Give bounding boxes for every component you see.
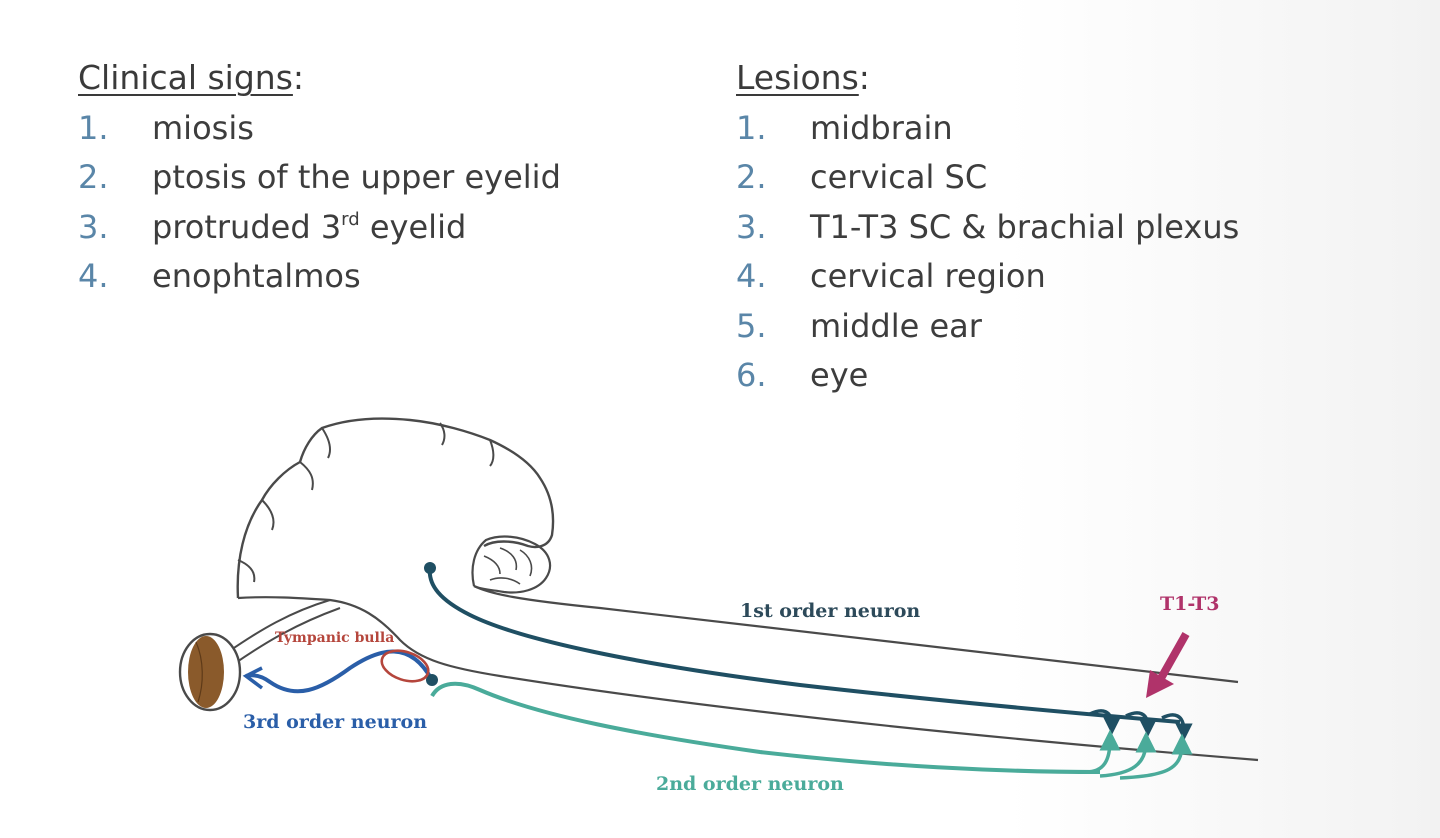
list-item: 6.eye: [736, 356, 869, 395]
third-order-neuron-label: 3rd order neuron: [243, 711, 427, 733]
brain-gyri: [237, 422, 495, 583]
optic-nerve: [227, 599, 341, 665]
third-order-terminal: [242, 666, 264, 690]
tympanic-bulla-label: Tympanic bulla: [275, 630, 394, 646]
second-order-branches: [1085, 729, 1193, 780]
list-item: 2.cervical SC: [736, 158, 988, 197]
list-item: 1.midbrain: [736, 108, 953, 147]
lesions-heading: Lesions:: [736, 58, 870, 97]
clinical-signs-section: Clinical signs: 1.miosis 2.ptosis of the…: [78, 58, 561, 302]
list-item: 3.protruded 3rd eyelid: [78, 207, 467, 246]
second-order-neuron-path: [430, 681, 1101, 774]
clinical-signs-list: 1.miosis 2.ptosis of the upper eyelid 3.…: [78, 104, 561, 302]
tympanic-bulla-outline: [380, 649, 430, 683]
first-order-terminals: [1089, 709, 1193, 741]
brain-outline: [236, 417, 555, 599]
first-order-neuron-soma: [424, 562, 436, 574]
list-item: 4.enophtalmos: [78, 257, 361, 296]
spinal-cord-upper-outline: [473, 585, 1239, 684]
cerebellum-folia: [483, 547, 533, 585]
list-item: 1.miosis: [78, 108, 254, 147]
third-order-neuron-path: [245, 649, 434, 694]
list-item: 5.middle ear: [736, 306, 982, 345]
second-order-neuron-label: 2nd order neuron: [656, 773, 844, 795]
cerebellum-outline: [471, 535, 552, 594]
first-order-neuron-label: 1st order neuron: [740, 600, 920, 622]
lesions-section: Lesions: 1.midbrain 2.cervical SC 3.T1-T…: [736, 58, 1239, 401]
first-order-neuron-path: [427, 567, 1181, 724]
lesions-list: 1.midbrain 2.cervical SC 3.T1-T3 SC & br…: [736, 104, 1239, 401]
clinical-signs-heading: Clinical signs:: [78, 58, 305, 97]
list-item: 3.T1-T3 SC & brachial plexus: [736, 207, 1240, 246]
t1-t3-label: T1-T3: [1160, 593, 1219, 615]
list-item: 4.cervical region: [736, 257, 1046, 296]
list-item: 2.ptosis of the upper eyelid: [78, 158, 561, 197]
t1-t3-arrow-icon: [1146, 632, 1190, 698]
third-order-neuron-soma: [426, 674, 438, 686]
eye-icon: [178, 632, 242, 712]
